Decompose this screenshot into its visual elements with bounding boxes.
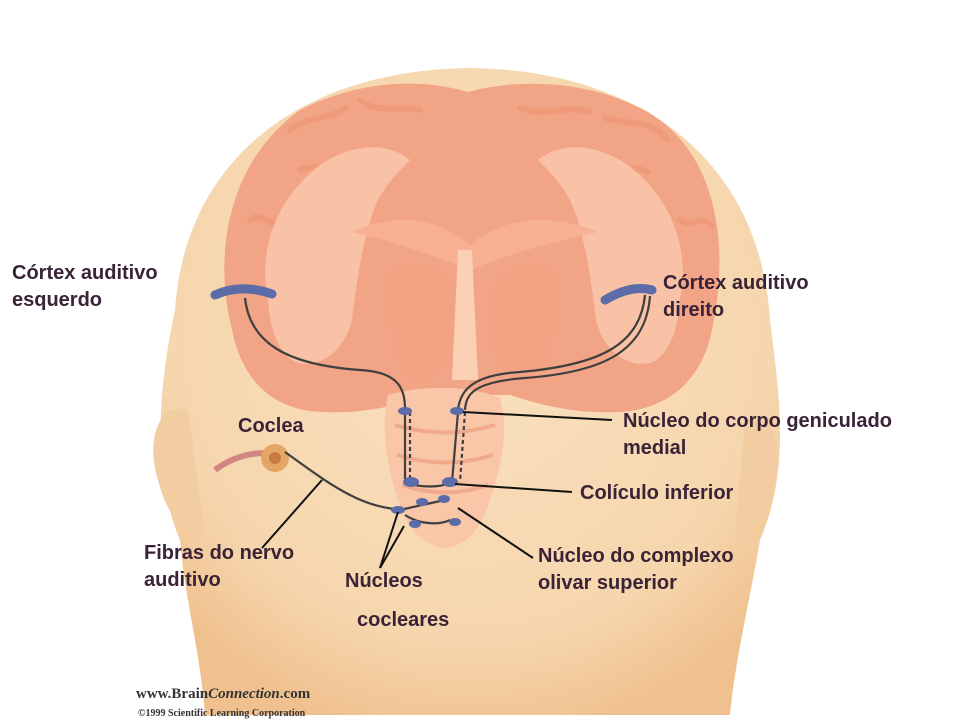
label-line: Núcleo do corpo geniculado xyxy=(623,408,892,435)
label-line: Córtex auditivo xyxy=(12,260,158,287)
label-line: Córtex auditivo xyxy=(663,270,809,297)
credit-copyright: ©1999 Scientific Learning Corporation xyxy=(138,708,305,719)
label-line: olivar superior xyxy=(538,570,734,597)
label-inferior-colliculus: Colículo inferior xyxy=(580,480,733,507)
label-line: direito xyxy=(663,297,809,324)
label-cochlea: Coclea xyxy=(238,413,304,440)
label-left-auditory-cortex: Córtex auditivo esquerdo xyxy=(12,260,158,314)
label-line: auditivo xyxy=(144,567,294,594)
label-line: Fibras do nervo xyxy=(144,540,294,567)
label-line: Núcleo do complexo xyxy=(538,543,734,570)
label-cochlear-nuclei-2: cocleares xyxy=(357,607,449,634)
label-line: medial xyxy=(623,435,892,462)
label-right-auditory-cortex: Córtex auditivo direito xyxy=(663,270,809,324)
credit-site-brand: Connection xyxy=(208,686,280,702)
label-cochlear-nuclei-1: Núcleos xyxy=(345,568,423,595)
label-medial-geniculate: Núcleo do corpo geniculado medial xyxy=(623,408,892,462)
label-superior-olive: Núcleo do complexo olivar superior xyxy=(538,543,734,597)
label-auditory-nerve: Fibras do nervo auditivo xyxy=(144,540,294,594)
credit-site: www.BrainConnection.com xyxy=(136,686,310,703)
label-line: esquerdo xyxy=(12,287,158,314)
credit-site-suffix: .com xyxy=(280,686,310,702)
credit-site-prefix: www.Brain xyxy=(136,686,208,702)
